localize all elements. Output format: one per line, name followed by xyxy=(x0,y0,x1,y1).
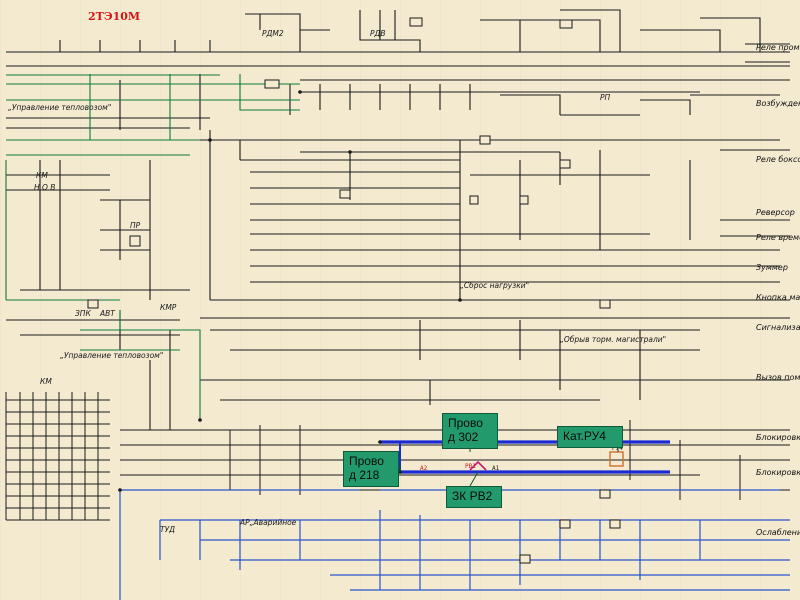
callout-connectors xyxy=(399,442,619,487)
schematic-labels: „Управление тепловозом" „Управление тепл… xyxy=(8,29,666,534)
label-avt: АВТ xyxy=(99,309,116,318)
red-marks xyxy=(469,451,624,471)
label-rdm2: РДМ2 xyxy=(262,29,284,38)
components xyxy=(87,17,621,564)
km-contact-grid xyxy=(5,392,110,521)
label-rdv: РДВ xyxy=(370,29,386,38)
label-vyzov: Вызов пом машинист xyxy=(756,373,800,382)
label-obryv: „Обрыв торм. магистрали" xyxy=(560,335,666,344)
mark-rv1: РВ1 xyxy=(465,463,476,470)
label-blokirovka-1: Блокировка 1-й позици xyxy=(756,433,800,442)
label-rp: РП xyxy=(600,93,611,102)
label-rele-prom: Реле проме нове возбужд xyxy=(756,43,800,52)
callout-provod-218: Прово д 218 xyxy=(343,451,399,487)
callout-zk-rv2: ЗК РВ2 xyxy=(446,486,502,508)
label-tud: ТУД xyxy=(160,525,175,534)
mark-a2: А2 xyxy=(420,465,428,472)
label-km: КМ xyxy=(36,171,48,180)
label-km-grid: КМ xyxy=(40,377,52,386)
label-sbros: „Сброс нагрузки" xyxy=(460,281,529,290)
top-wiring xyxy=(6,9,790,430)
ru4-highlight-box xyxy=(609,451,624,467)
label-rele-boks: Реле боксо xyxy=(756,155,800,164)
label-zummer: Зуммер xyxy=(756,263,788,272)
mark-a1: А1 xyxy=(492,465,500,472)
callout-provod-302: Прово д 302 xyxy=(442,413,498,449)
junction-dots xyxy=(118,90,462,492)
label-kmr: КМР xyxy=(160,303,177,312)
right-labels: Реле проме нове возбужд Возбуждение рато… xyxy=(756,43,800,537)
label-avariynoe: АР„Аварийное xyxy=(239,518,297,527)
blue-lower-wiring xyxy=(119,489,790,600)
arrow-mark xyxy=(469,460,487,471)
label-upravlenie-2: „Управление тепловозом" xyxy=(60,351,163,360)
label-nov: Н О В xyxy=(34,183,55,192)
label-upravlenie-1: „Управление тепловозом" xyxy=(8,103,111,112)
schematic-title: 2ТЭ10М xyxy=(88,10,140,23)
label-pr: ПР xyxy=(130,221,141,230)
label-signalizaciya: Сигнализац рыва торм магистрал xyxy=(756,323,800,332)
label-reversor: Реверсор xyxy=(756,208,795,217)
label-oslablenie: Ослабление xyxy=(756,528,800,537)
label-rele-vremeni: Реле време поездных к торов xyxy=(756,233,800,242)
callout-kat-ru4: Кат.РУ4 xyxy=(557,426,623,448)
label-blokirovka-davl: Блокировк давления xyxy=(756,468,800,477)
label-zpk: ЗПК xyxy=(75,309,91,318)
label-vozbuzhdenie: Возбуждение ратора воз xyxy=(756,99,800,108)
label-knopka: Кнопка ма вода режи xyxy=(756,293,800,302)
